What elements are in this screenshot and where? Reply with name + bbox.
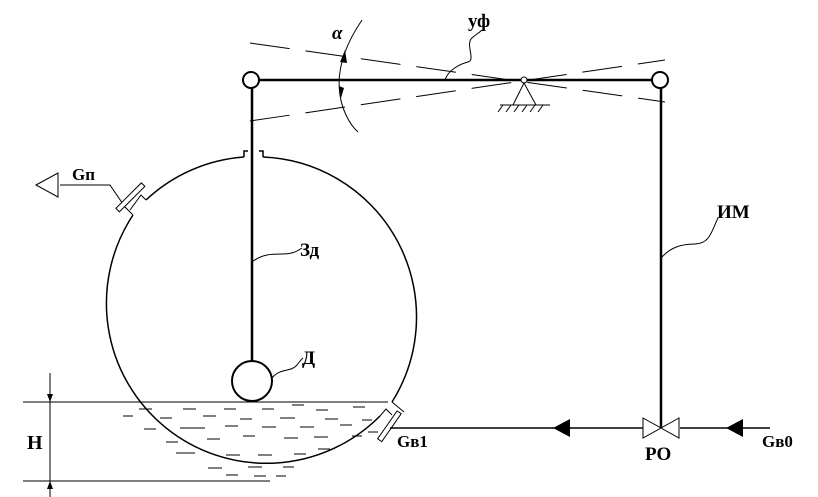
level-dimension: H <box>27 373 53 497</box>
wire-leader <box>251 247 303 263</box>
supply-line: Gв0 <box>390 419 793 451</box>
outflow-flange <box>115 182 146 213</box>
lever-left-joint <box>242 71 260 89</box>
inflow-nozzle: Gв1 <box>376 401 428 451</box>
lever-swing-lower <box>249 59 666 122</box>
valve-label: РО <box>645 444 671 465</box>
lever-label: уф <box>468 11 490 32</box>
angle-arc <box>338 19 363 133</box>
top-nozzle <box>243 150 264 157</box>
dimension-arrow-bottom <box>47 481 53 489</box>
angle-arrow-icon <box>340 50 347 63</box>
sensor-label: Д <box>302 348 315 369</box>
ground-hatch-icon <box>497 104 550 113</box>
pivot-support-icon <box>512 81 537 106</box>
angle-indicator: α <box>332 19 363 133</box>
tank <box>105 150 418 465</box>
actuator: ИМ <box>659 88 750 428</box>
outflow-pipe <box>60 184 134 216</box>
lever-right-joint <box>651 71 669 89</box>
angle-label: α <box>332 23 343 44</box>
float-leader <box>271 357 304 379</box>
float-sensor <box>231 360 273 402</box>
level-label: H <box>27 432 43 454</box>
outflow-nozzle: Gп <box>34 165 147 216</box>
valve-left-icon <box>642 417 663 439</box>
liquid <box>23 401 388 482</box>
liquid-hatching <box>123 404 378 477</box>
valve-right-icon <box>659 417 680 439</box>
inflow-nozzle-stub <box>391 401 405 413</box>
valve: РО <box>642 417 680 465</box>
dimension-arrow-top <box>47 394 53 402</box>
outflow-pipe-stub <box>129 194 147 211</box>
lever: уф <box>242 11 669 122</box>
wire-label: Зд <box>300 240 320 261</box>
outflow-label: Gп <box>72 165 95 184</box>
inflow-tank-label: Gв1 <box>397 432 428 451</box>
actuator-label: ИМ <box>717 202 750 223</box>
flow-arrow-icon <box>726 419 743 437</box>
inflow-source-label: Gв0 <box>762 432 793 451</box>
inflow-nozzle-stub-top <box>379 408 393 417</box>
outflow-arrow-icon <box>34 172 59 198</box>
actuator-leader <box>660 217 719 259</box>
angle-arrow-icon <box>339 86 344 98</box>
flow-arrow-icon <box>553 419 570 437</box>
float-assembly: Зд Д <box>231 88 320 402</box>
lever-swing-upper <box>249 42 666 103</box>
lever-leader <box>444 29 483 81</box>
tank-wall <box>105 156 418 465</box>
